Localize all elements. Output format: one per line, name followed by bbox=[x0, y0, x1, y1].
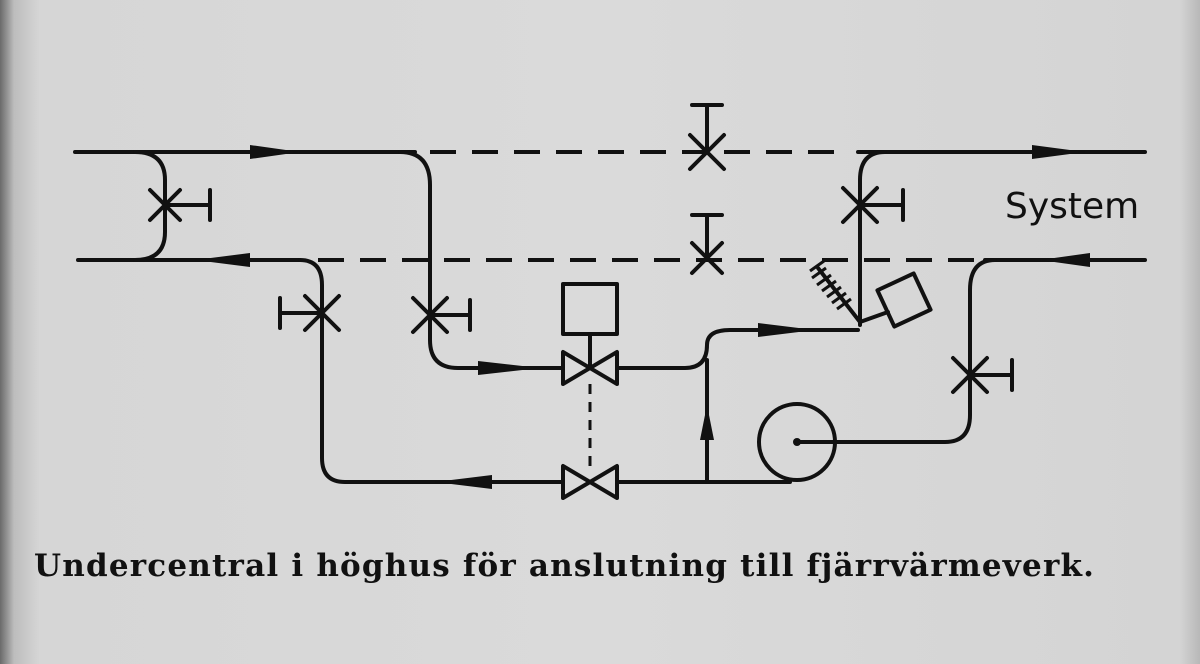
system-label: System bbox=[1005, 186, 1140, 227]
arrow-left-icon bbox=[435, 475, 492, 489]
arrow-left-icon bbox=[195, 253, 250, 267]
temperature-sensor bbox=[809, 259, 933, 329]
control-valve bbox=[561, 282, 619, 466]
arrow-right-icon bbox=[758, 323, 815, 337]
mixing-valve bbox=[561, 358, 792, 500]
valve-icon bbox=[951, 356, 1014, 394]
return-branch bbox=[278, 258, 564, 489]
valve-icon bbox=[841, 186, 905, 224]
valve-icon bbox=[561, 350, 619, 386]
arrow-left-icon bbox=[1040, 253, 1090, 267]
arrow-up-icon bbox=[700, 405, 714, 440]
valve-icon bbox=[411, 296, 472, 334]
circulation-pump bbox=[757, 258, 1014, 482]
controller-box bbox=[875, 271, 933, 329]
actuator-box bbox=[561, 282, 619, 336]
valve-icon bbox=[561, 464, 619, 500]
return-line bbox=[76, 253, 1147, 267]
shutoff-valves-center bbox=[688, 103, 726, 275]
bypass-branch bbox=[133, 150, 212, 262]
supply-line bbox=[73, 145, 1147, 159]
arrow-right-icon bbox=[478, 361, 540, 375]
secondary-supply bbox=[615, 150, 905, 370]
valve-icon bbox=[690, 213, 724, 275]
valve-icon bbox=[278, 294, 341, 332]
valve-icon bbox=[688, 103, 726, 171]
valve-icon bbox=[148, 188, 212, 222]
arrow-right-icon bbox=[250, 145, 300, 159]
arrow-right-icon bbox=[1032, 145, 1085, 159]
figure-caption: Undercentral i höghus för anslutning til… bbox=[34, 548, 1096, 584]
supply-branch bbox=[398, 150, 564, 375]
